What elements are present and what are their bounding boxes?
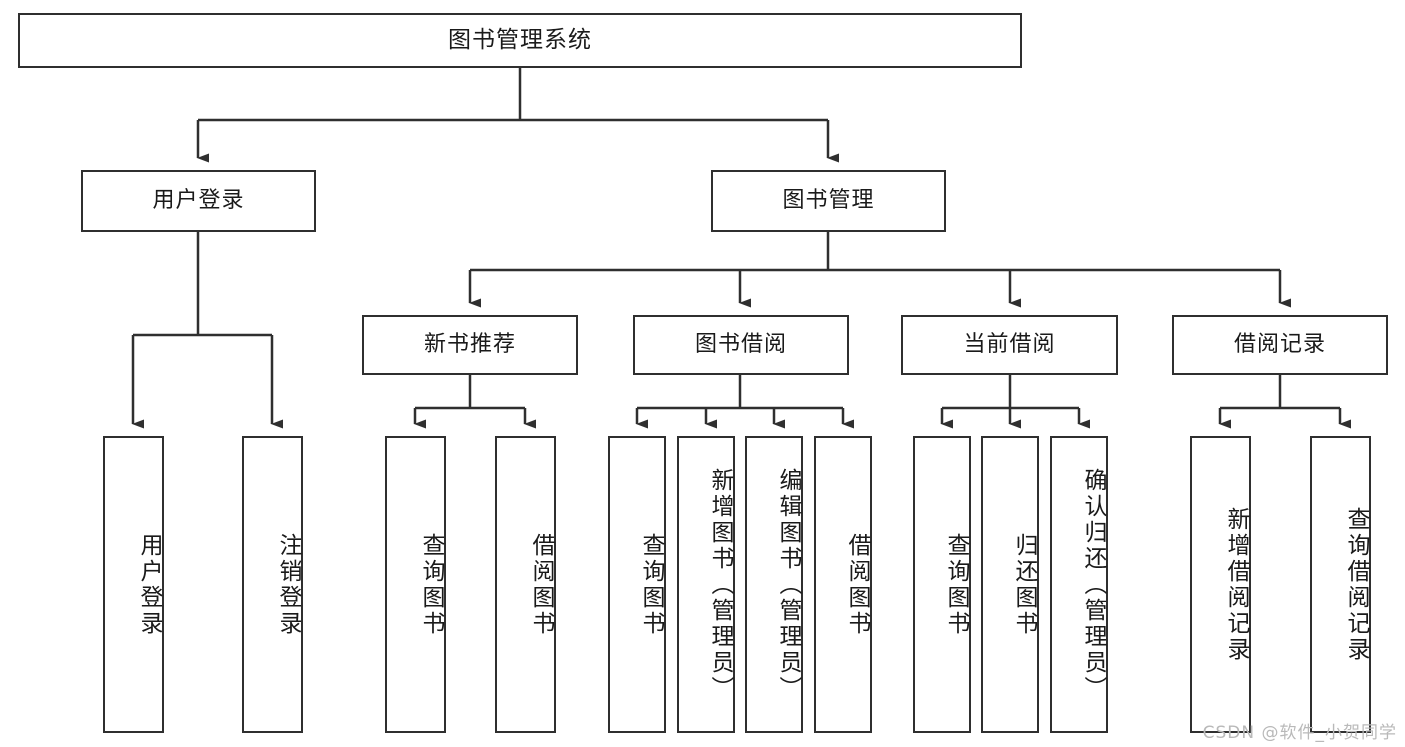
node-label: 借阅图书 (844, 532, 870, 637)
node-label: 查询图书 (418, 532, 444, 637)
leaf-query-book-current[interactable]: 查询图书 (913, 436, 971, 733)
node-label: 编辑图书（管理员） (775, 467, 801, 702)
leaf-query-borrow-record[interactable]: 查询借阅记录 (1310, 436, 1371, 733)
leaf-query-book-borrow[interactable]: 查询图书 (608, 436, 666, 733)
leaf-return-book[interactable]: 归还图书 (981, 436, 1039, 733)
node-label: 查询借阅记录 (1343, 506, 1369, 663)
leaf-user-login[interactable]: 用户登录 (103, 436, 164, 733)
node-label: 借阅图书 (528, 532, 554, 637)
node-label: 图书管理系统 (448, 27, 592, 54)
node-book-borrow[interactable]: 图书借阅 (633, 315, 849, 375)
node-borrow-record[interactable]: 借阅记录 (1172, 315, 1388, 375)
node-new-book-recommend[interactable]: 新书推荐 (362, 315, 578, 375)
leaf-borrow-book-recommend[interactable]: 借阅图书 (495, 436, 556, 733)
leaf-logout-login[interactable]: 注销登录 (242, 436, 303, 733)
node-label: 图书管理 (782, 188, 875, 214)
node-user-login[interactable]: 用户登录 (81, 170, 316, 232)
csdn-watermark: CSDN @软件_小贺同学 (1202, 723, 1397, 743)
node-label: 新增借阅记录 (1223, 506, 1249, 663)
node-label: 新书推荐 (423, 332, 516, 358)
node-label: 注销登录 (275, 532, 301, 637)
node-book-management[interactable]: 图书管理 (711, 170, 946, 232)
node-label: 借阅记录 (1233, 332, 1326, 358)
node-label: 图书借阅 (694, 332, 787, 358)
leaf-query-book-recommend[interactable]: 查询图书 (385, 436, 446, 733)
node-label: 查询图书 (638, 532, 664, 637)
node-label: 用户登录 (136, 532, 162, 637)
node-label: 新增图书（管理员） (707, 467, 733, 702)
node-current-borrow[interactable]: 当前借阅 (901, 315, 1118, 375)
leaf-add-borrow-record[interactable]: 新增借阅记录 (1190, 436, 1251, 733)
node-label: 归还图书 (1011, 532, 1037, 637)
leaf-edit-book-admin[interactable]: 编辑图书（管理员） (745, 436, 803, 733)
node-label: 当前借阅 (963, 332, 1056, 358)
node-label: 用户登录 (152, 188, 245, 214)
node-label: 查询图书 (943, 532, 969, 637)
node-label: 确认归还（管理员） (1080, 467, 1106, 702)
leaf-borrow-book-borrow[interactable]: 借阅图书 (814, 436, 872, 733)
leaf-add-book-admin[interactable]: 新增图书（管理员） (677, 436, 735, 733)
node-root-book-management-system[interactable]: 图书管理系统 (18, 13, 1022, 68)
leaf-confirm-return-admin[interactable]: 确认归还（管理员） (1050, 436, 1108, 733)
